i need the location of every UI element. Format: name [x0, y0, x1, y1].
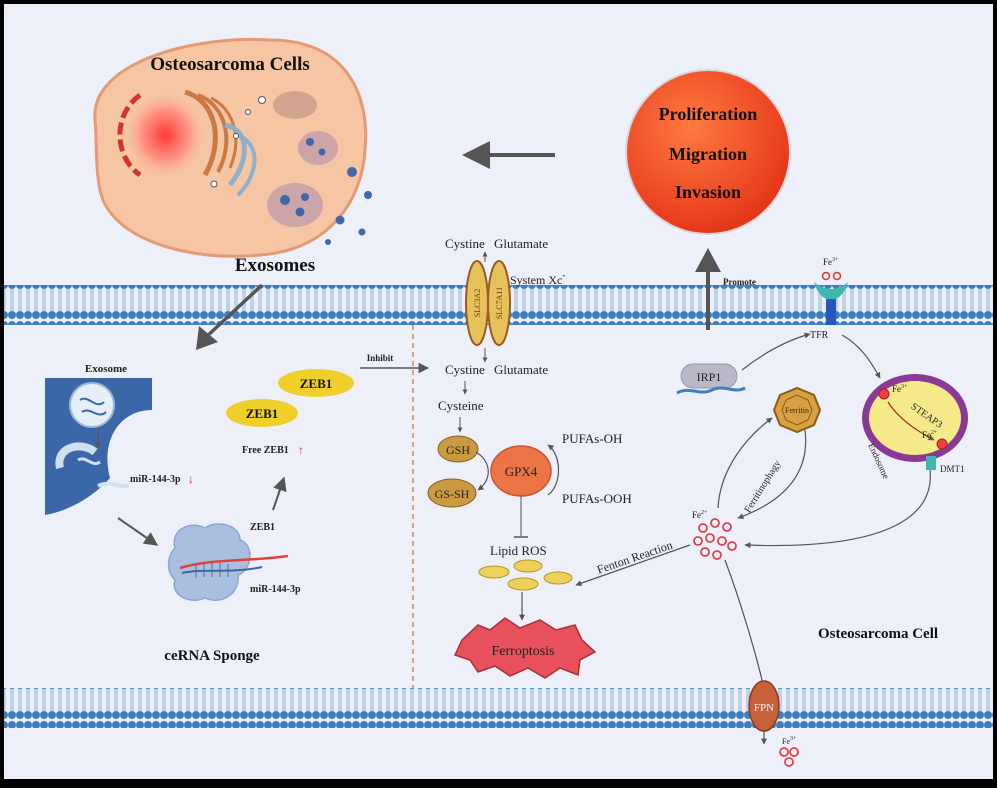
fe3-endo-label: Fe3+ [892, 384, 908, 394]
tfr-to-endosome-arrow [841, 334, 881, 379]
mirna-to-sponge-arrow [117, 517, 159, 546]
tfr-label: TFR [810, 330, 829, 341]
system-xc-transporter [465, 260, 511, 346]
lower-membrane [4, 688, 993, 728]
mirna-down-arrow: ↓ [188, 472, 194, 486]
mirna-down-label: miR-144-3p [130, 474, 181, 485]
fe3-endo-sup: 3+ [901, 384, 908, 390]
osteosarcoma-cell-label: Osteosarcoma Cell [818, 626, 938, 642]
irp1-node [680, 363, 738, 389]
cysteine-label: Cysteine [438, 398, 484, 413]
system-xc-text: System Xc [510, 273, 562, 287]
fe3-top-label: Fe3+ [823, 257, 839, 267]
steap3-reduction-arrow [887, 401, 935, 441]
gssg-node [427, 478, 477, 508]
gpx4-label: GPX4 [505, 464, 538, 479]
free-zeb1-label: Free ZEB1 [242, 445, 289, 456]
cerna-sponge-label: ceRNA Sponge [164, 648, 260, 664]
zeb1-protein-b-label: ZEB1 [246, 406, 279, 421]
zeb1-protein-a [278, 369, 354, 397]
zeb1-protein-b [226, 399, 298, 427]
irp1-label: IRP1 [697, 370, 722, 384]
gsh-label: GSH [446, 443, 470, 457]
inhibit-label: Inhibit [367, 353, 394, 363]
outcome-to-cell-arrowhead [462, 141, 490, 169]
zeb1-release-arrow [272, 476, 287, 511]
cystine-top-label: Cystine [445, 236, 485, 251]
fe2-pool [693, 518, 737, 560]
ferritinophagy-arrow [737, 429, 807, 519]
exosome-entry-arrowhead [196, 326, 218, 350]
glutamate-top-label: Glutamate [494, 236, 548, 251]
tfr-receptor [814, 271, 848, 325]
slc3a2-label: SLC3A2 [473, 289, 482, 317]
exosome-label: Exosome [85, 363, 127, 375]
ferritin-label: Ferritin [785, 406, 809, 415]
dmt1-to-pool-arrow [744, 469, 931, 549]
fe3-endo-text: Fe [892, 384, 901, 394]
promote-arrowhead [695, 248, 721, 272]
outcome-sphere [625, 69, 791, 235]
fe3-top-sup: 3+ [832, 257, 839, 263]
osteosarcoma-cells-title: Osteosarcoma Cells [150, 54, 310, 75]
fenton-reaction-arrow [575, 544, 691, 587]
fe2-endo-sup: 2+ [931, 430, 938, 436]
zeb1-small-label: ZEB1 [250, 522, 275, 533]
zeb1-protein-a-label: ZEB1 [300, 376, 333, 391]
fpn-label: FPN [754, 702, 774, 714]
pufas-oh-label: PUFAs-OH [562, 431, 622, 446]
promote-label: Promote [723, 277, 756, 287]
invasion-label: Invasion [675, 182, 741, 202]
ferroptosis-label: Ferroptosis [492, 644, 555, 659]
cerna-complex-illustration [167, 523, 289, 601]
exosome-entry-arrow [203, 283, 264, 340]
gsh-node [437, 435, 479, 463]
glutamate-bottom-label: Glutamate [494, 362, 548, 377]
free-zeb1-arrow: ↑ [298, 443, 304, 457]
fe2-pool-label: Fe2+ [692, 510, 708, 520]
lipid-ros-droplets [478, 559, 573, 591]
pufas-cycle-arrow [547, 444, 559, 496]
exosomes-label: Exosomes [235, 255, 315, 276]
migration-label: Migration [669, 144, 747, 164]
irp1-rna-strand [676, 386, 746, 395]
dmt1-label: DMT1 [940, 464, 965, 474]
gssg-label: GS-SH [435, 487, 470, 501]
osteosarcoma-cell-illustration [93, 37, 372, 258]
system-xc-label: System Xc- [510, 270, 565, 287]
system-xc-sup: - [562, 270, 565, 280]
fe3-out-ions [779, 747, 799, 767]
mirna-bound-label: miR-144-3p [250, 584, 301, 595]
lipid-ros-label: Lipid ROS [490, 543, 547, 558]
ferritin-cage [772, 386, 822, 434]
gsh-cycle-arrow [475, 451, 489, 491]
fe2-endo-label: Fe2+ [922, 430, 938, 440]
fe2-endo-text: Fe [922, 430, 931, 440]
fe3-top-text: Fe [823, 257, 832, 267]
slc7a11-label: SLC7A11 [495, 287, 504, 319]
ferroptosis-burst [453, 617, 597, 679]
iron-storage-arrow [717, 417, 773, 509]
proliferation-label: Proliferation [659, 104, 758, 124]
pufas-ooh-label: PUFAs-OOH [562, 491, 632, 506]
fe3-out-text: Fe [782, 737, 790, 746]
endosome [862, 374, 968, 470]
fe2-pool-sup: 2+ [701, 510, 708, 516]
fe2-pool-text: Fe [692, 510, 701, 520]
fe-to-fpn-line [724, 559, 765, 689]
fe3-out-label: Fe3+ [782, 736, 797, 746]
cystine-bottom-label: Cystine [445, 362, 485, 377]
irp1-to-tfr-arrow [741, 332, 811, 371]
fe3-out-sup: 3+ [790, 736, 797, 742]
